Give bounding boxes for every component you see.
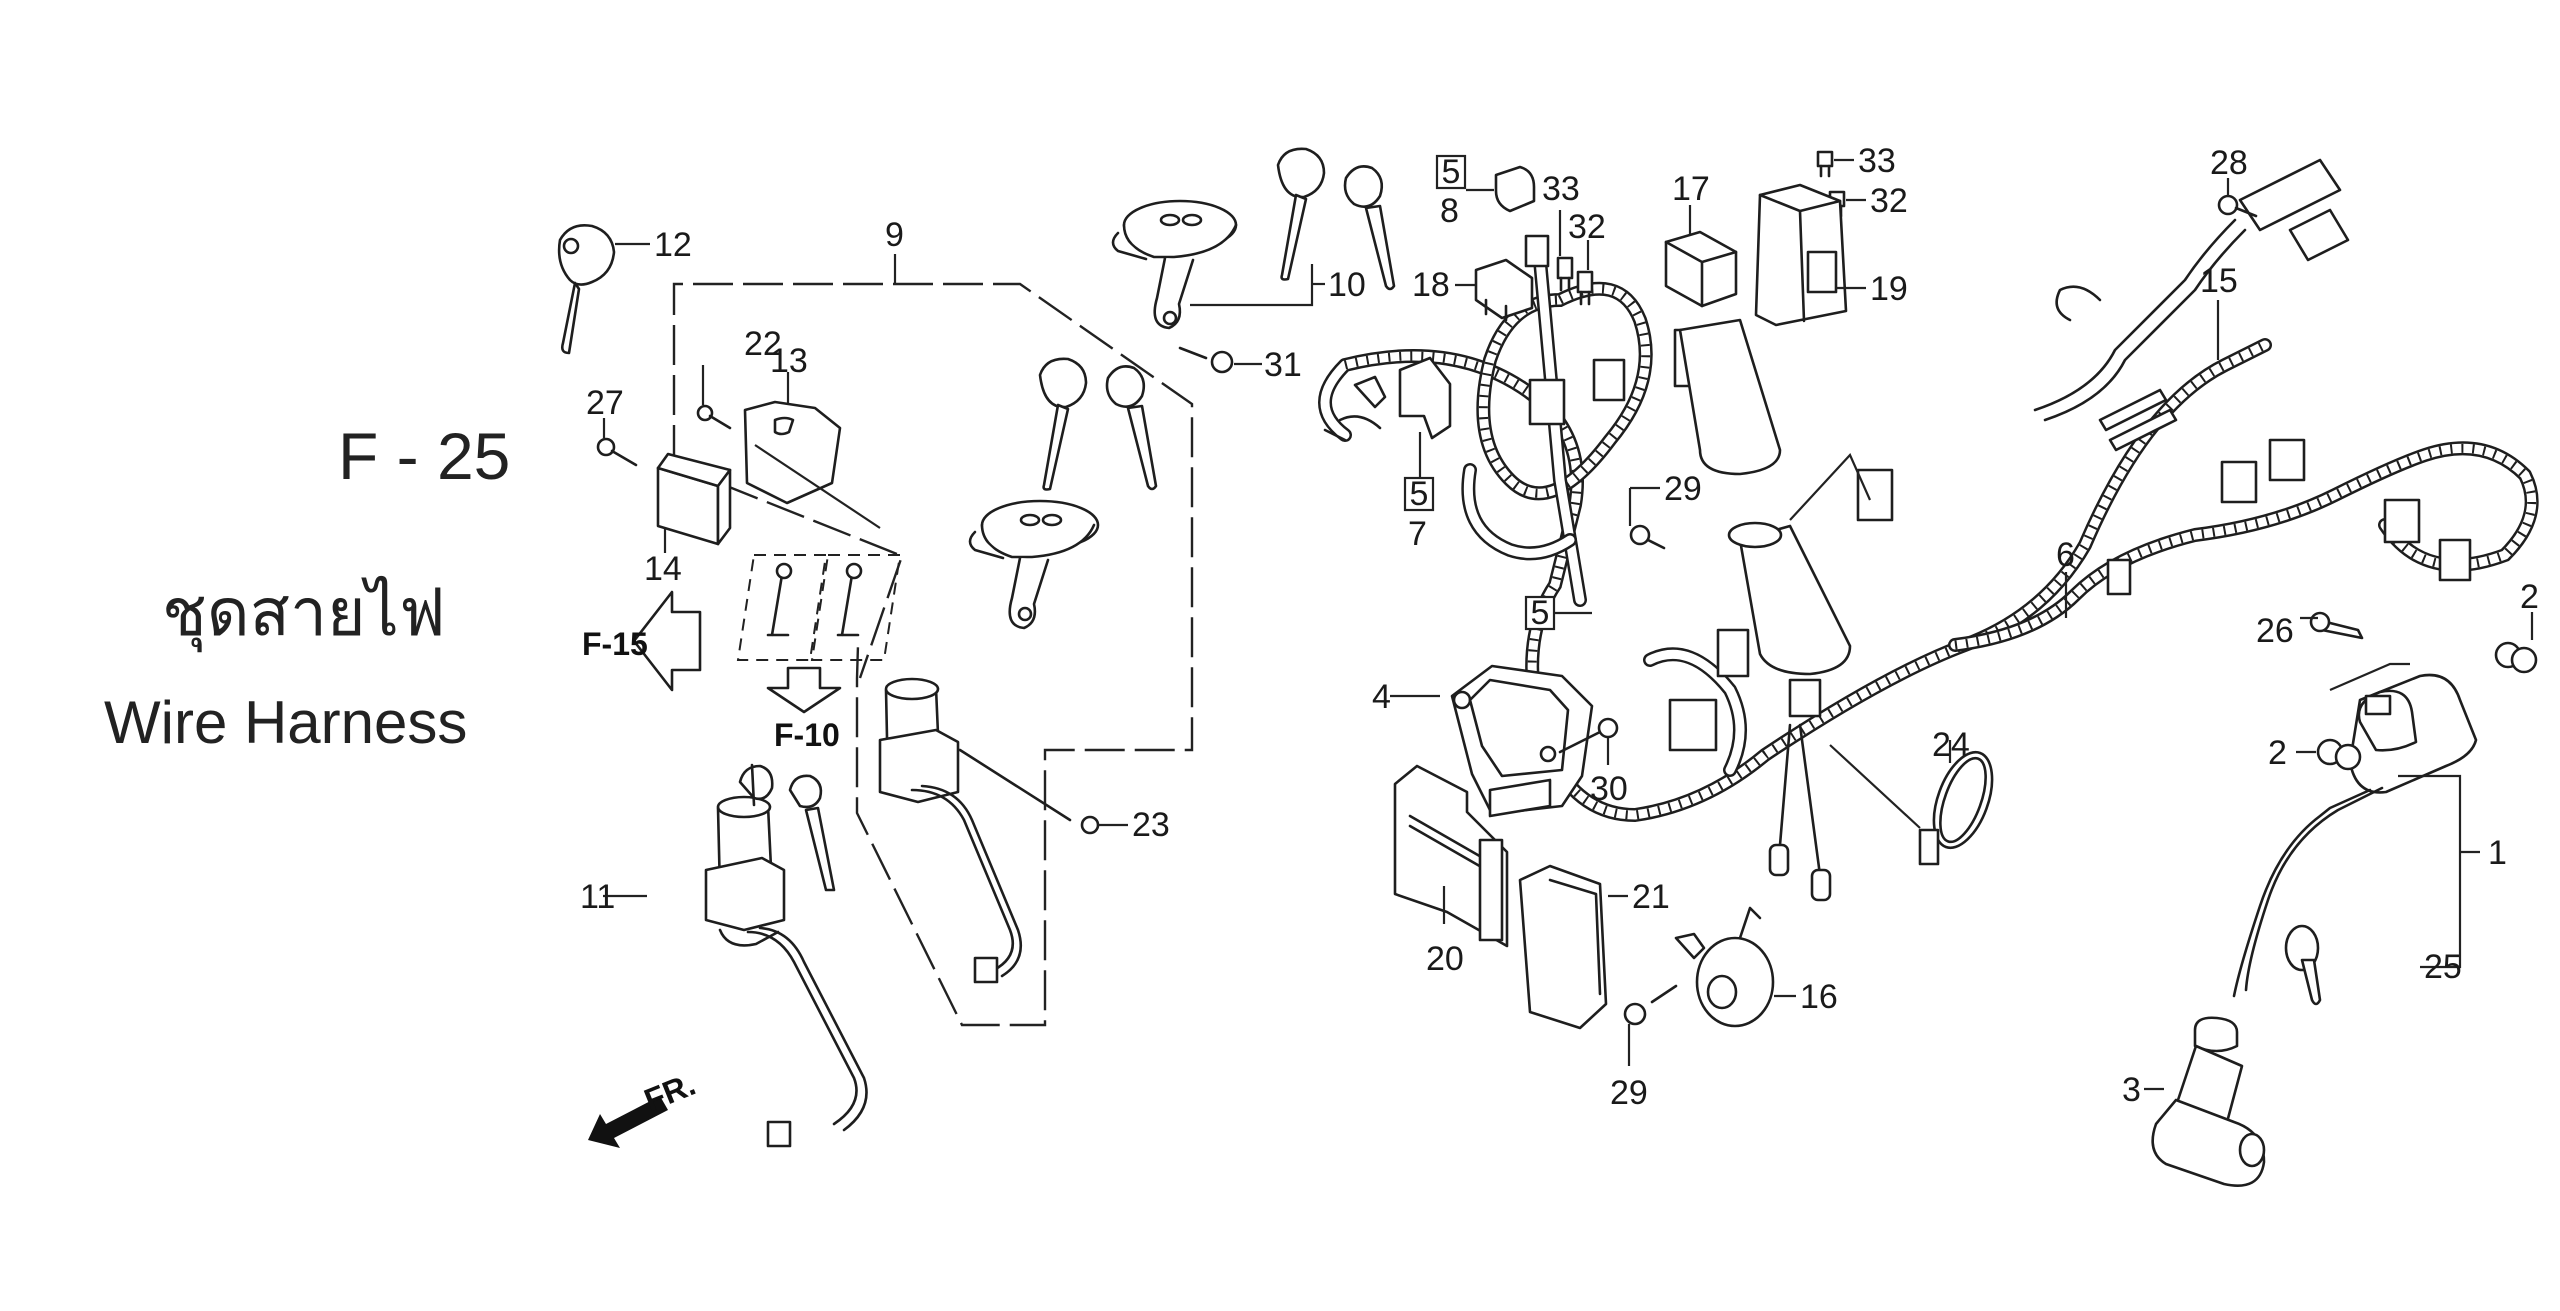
callout-3: 3 bbox=[2122, 1071, 2141, 1109]
horn-part bbox=[1623, 906, 1796, 1066]
callout-29a: 29 bbox=[1664, 470, 1702, 508]
callout-1: 1 bbox=[2488, 834, 2507, 872]
front-direction-arrow bbox=[588, 1096, 668, 1148]
callout-14: 14 bbox=[644, 550, 682, 588]
callout-8: 8 bbox=[1440, 192, 1459, 230]
callout-11: 11 bbox=[580, 878, 615, 916]
sub-harness-rear-part bbox=[2033, 158, 2350, 452]
relay-small-part bbox=[1455, 258, 1534, 322]
fuse-box-part bbox=[1754, 183, 1866, 327]
callout-18: 18 bbox=[1412, 266, 1450, 304]
callout-7: 7 bbox=[1408, 515, 1427, 553]
ecu-rubber-part bbox=[1518, 864, 1628, 1030]
callout-2b: 2 bbox=[2268, 734, 2287, 772]
ecu-part bbox=[1393, 764, 1509, 948]
callout-5a: 5 bbox=[1442, 153, 1461, 191]
ignition-switch-part bbox=[603, 763, 868, 1148]
sub-harness-part bbox=[1948, 438, 2539, 652]
key-set-group-outline bbox=[672, 254, 1194, 1027]
ref-box-5-a: 5 bbox=[1435, 153, 1467, 191]
callout-25: 25 bbox=[2424, 948, 2462, 986]
callout-33b: 33 bbox=[1858, 142, 1896, 180]
ref-f10[interactable]: F-10 bbox=[774, 717, 840, 753]
callout-30: 30 bbox=[1590, 770, 1628, 808]
callout-26: 26 bbox=[2256, 612, 2294, 650]
flange-bolt-upper-part bbox=[1628, 486, 1666, 550]
figure-code: F - 25 bbox=[338, 419, 511, 493]
callout-4: 4 bbox=[1372, 678, 1391, 716]
callout-22: 22 bbox=[744, 325, 782, 363]
callout-19: 19 bbox=[1870, 270, 1908, 308]
callout-31: 31 bbox=[1264, 346, 1302, 384]
callout-23: 23 bbox=[1132, 806, 1170, 844]
connector-cap-part bbox=[1466, 165, 1536, 213]
ref-f15[interactable]: F-15 bbox=[582, 626, 648, 662]
f10-reference-arrow bbox=[766, 666, 842, 714]
callout-28: 28 bbox=[2210, 144, 2248, 182]
lock-unit-part bbox=[696, 365, 881, 529]
ref-box-5-c: 5 bbox=[1524, 594, 1592, 632]
callout-9: 9 bbox=[885, 216, 904, 254]
seat-lock-part bbox=[968, 499, 1100, 630]
throttle-sensor-part bbox=[1390, 664, 1619, 818]
callout-33a: 33 bbox=[1542, 170, 1580, 208]
relay-part bbox=[1664, 205, 1738, 308]
ref-box-5-b: 5 bbox=[1403, 475, 1435, 513]
callout-21: 21 bbox=[1632, 878, 1670, 916]
callout-27: 27 bbox=[586, 384, 624, 422]
lock-bracket-part bbox=[596, 418, 732, 553]
callout-13: 13 bbox=[770, 342, 808, 380]
callout-29b: 29 bbox=[1610, 1074, 1648, 1112]
callout-5b: 5 bbox=[1410, 475, 1429, 513]
title-english: Wire Harness bbox=[104, 689, 468, 756]
callout-15: 15 bbox=[2200, 262, 2238, 300]
wire-harness-main-part bbox=[1318, 234, 2272, 902]
key-pair-part bbox=[1038, 357, 1158, 491]
seat-lock-keys-part bbox=[1276, 147, 1396, 291]
seat-lock-part-upper bbox=[1111, 199, 1325, 330]
title-thai: ชุดสายไฟ bbox=[162, 574, 446, 651]
callout-24: 24 bbox=[1932, 726, 1970, 764]
callout-20: 20 bbox=[1426, 940, 1464, 978]
callout-16: 16 bbox=[1800, 978, 1838, 1016]
blank-key-part bbox=[557, 224, 650, 355]
lock-pins-part bbox=[736, 554, 902, 661]
harness-cover-part bbox=[1338, 356, 1452, 478]
callout-32a: 32 bbox=[1568, 208, 1606, 246]
callout-32b: 32 bbox=[1870, 182, 1908, 220]
special-bolt-part bbox=[1178, 346, 1262, 374]
callout-12: 12 bbox=[654, 226, 692, 264]
ignition-coil-part bbox=[2144, 611, 2538, 1187]
f15-reference-arrow bbox=[632, 590, 702, 692]
callout-6: 6 bbox=[2056, 536, 2075, 574]
callout-5c: 5 bbox=[1531, 594, 1550, 632]
ignition-switch-group-part bbox=[878, 677, 1128, 984]
band-clamp-part bbox=[1829, 740, 1994, 866]
callout-17: 17 bbox=[1672, 170, 1710, 208]
callout-10: 10 bbox=[1328, 266, 1366, 304]
callout-2a: 2 bbox=[2520, 578, 2539, 616]
